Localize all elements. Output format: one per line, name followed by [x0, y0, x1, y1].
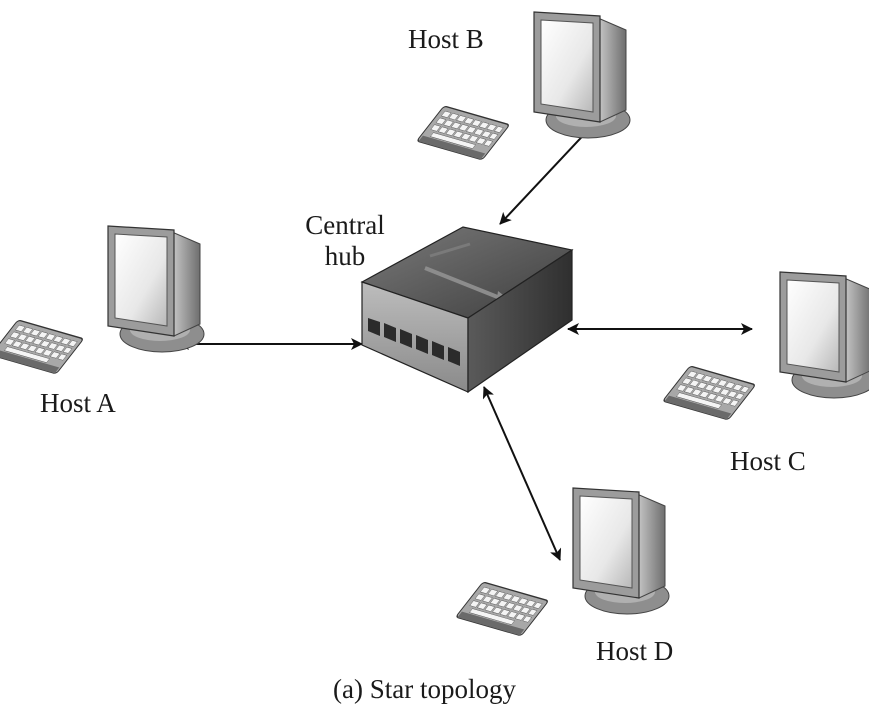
central-hub-label: Central hub — [292, 210, 398, 272]
central-hub-label-line2: hub — [324, 241, 366, 272]
host-a-label: Host A — [40, 388, 116, 418]
host-b-label: Host B — [408, 24, 484, 54]
host-a-computer-icon — [0, 225, 205, 375]
link-hub-host-b — [499, 125, 593, 225]
host-c-label: Host C — [730, 446, 806, 476]
host-d-label: Host D — [596, 636, 674, 666]
diagram-caption: (a) Star topology — [333, 674, 516, 704]
host-d-computer-icon — [455, 487, 670, 637]
host-c-computer-icon — [662, 271, 869, 421]
network-hub-icon — [360, 226, 574, 394]
central-hub-label-line1: Central — [305, 210, 385, 240]
link-hub-host-d — [482, 386, 562, 561]
